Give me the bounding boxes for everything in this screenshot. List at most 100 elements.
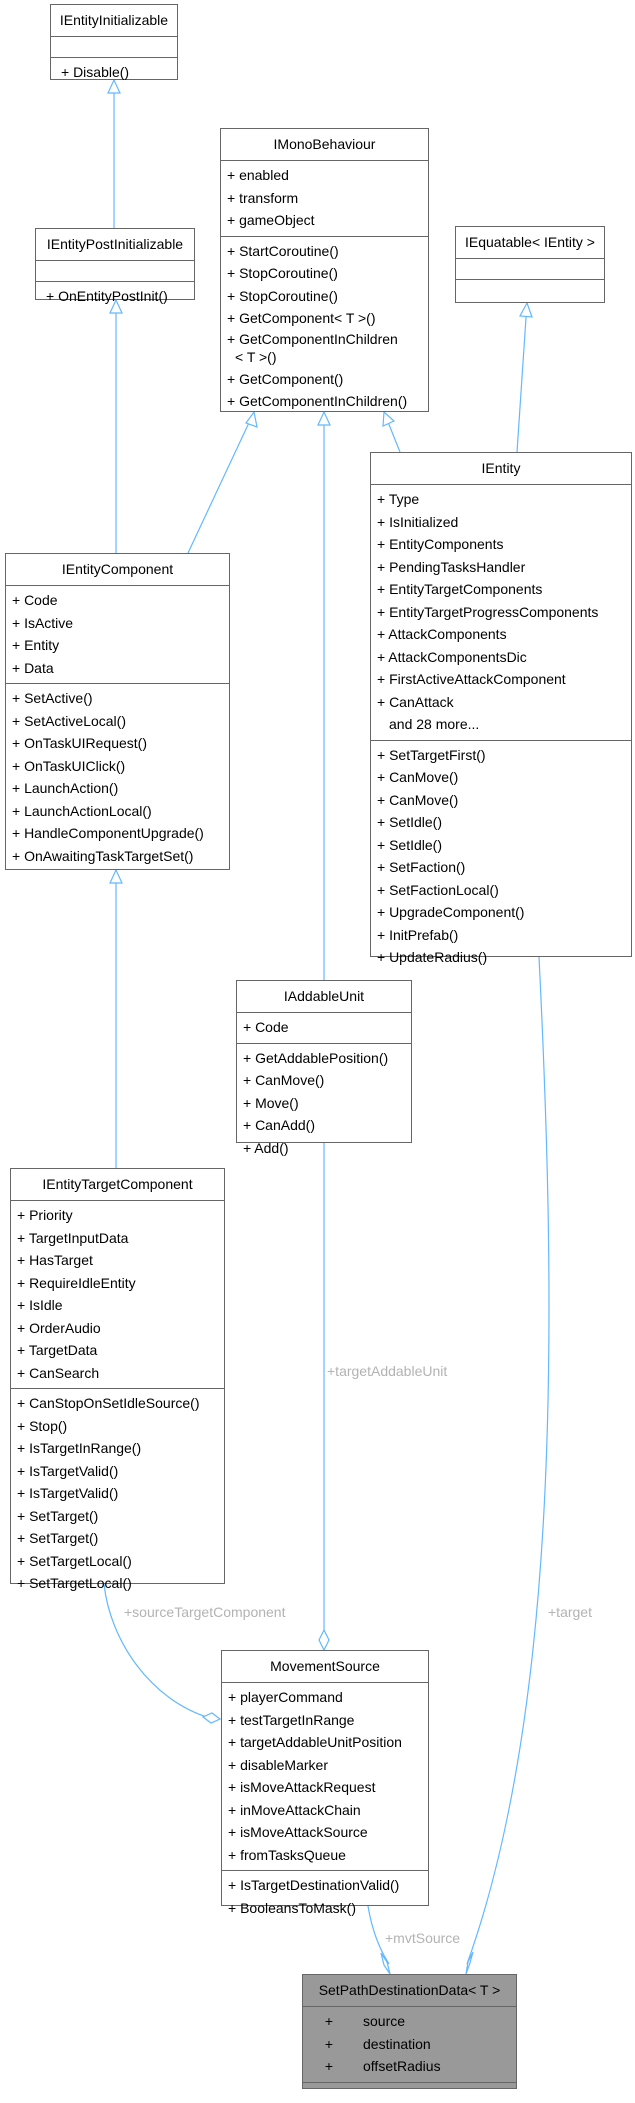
diamond-movement-left	[201, 1712, 222, 1724]
more-attributes: and 28 more...	[389, 716, 480, 732]
arrowhead-initializable	[107, 78, 121, 94]
attribute-row: + isMoveAttackSource	[228, 1824, 368, 1840]
attribute-row: + disableMarker	[228, 1756, 328, 1773]
methods-section: + SetTargetFirst() + CanMove() + CanMove…	[371, 741, 631, 973]
node-set-path-destination-data[interactable]: SetPathDestinationData< T > + source +des…	[302, 1974, 517, 2089]
diamond-setpath-left	[380, 1952, 391, 1975]
attributes-section: + playerCommand + testTargetInRange + ta…	[222, 1683, 428, 1871]
method-row: + SetFaction()	[377, 859, 466, 875]
node-movement-source[interactable]: MovementSource + playerCommand + testTar…	[221, 1650, 429, 1916]
method-row: + GetComponent< T >()	[227, 310, 376, 326]
edge-label-target: +target	[548, 1604, 592, 1620]
methods-section	[303, 2083, 516, 2103]
attribute-row: + AttackComponents	[377, 626, 507, 642]
method-row: + UpgradeComponent()	[377, 904, 525, 920]
node-iaddable-unit[interactable]: IAddableUnit + Code + GetAddablePosition…	[236, 980, 412, 1156]
method-row: + OnEntityPostInit()	[46, 288, 168, 304]
attribute-row: + CanSearch	[17, 1364, 100, 1381]
method-row: + BooleansToMask()	[228, 1899, 357, 1916]
methods-section: + OnEntityPostInit()	[36, 282, 194, 312]
edge-targetcomp-to-movement	[103, 1583, 211, 1719]
method-row: + IsTargetValid()	[17, 1462, 119, 1479]
attribute-row: + TargetInputData	[17, 1229, 129, 1246]
method-row: + OnAwaitingTaskTargetSet()	[12, 847, 194, 864]
attribute-row: + OrderAudio	[17, 1319, 101, 1336]
attributes-section: + Code	[237, 1013, 411, 1044]
attributes-section: + Code + IsActive + Entity + Data	[6, 586, 229, 684]
method-row: + GetComponentInChildren	[227, 330, 398, 347]
attribute-row: + offsetRadius	[303, 2055, 516, 2078]
method-row: + UpdateRadius()	[377, 949, 488, 965]
attribute-row: + Code	[12, 592, 58, 608]
method-row: + StartCoroutine()	[227, 242, 339, 259]
attribute-row: + enabled	[227, 167, 289, 183]
node-ientity-initializable[interactable]: IEntityInitializable + Disable()	[50, 4, 178, 80]
method-row: + StopCoroutine()	[227, 265, 338, 281]
node-title: IEntityTargetComponent	[11, 1169, 224, 1201]
methods-section: + StartCoroutine() + StopCoroutine() + S…	[221, 237, 428, 417]
attribute-row: + RequireIdleEntity	[17, 1274, 136, 1291]
arrowhead-monobehaviour-3	[382, 410, 396, 427]
node-title: IEntityPostInitializable	[36, 229, 194, 261]
method-row: + Disable()	[61, 64, 130, 80]
attribute-row: + isMoveAttackRequest	[228, 1779, 376, 1795]
method-row: + CanMove()	[377, 769, 459, 785]
method-row: + LaunchActionLocal()	[12, 802, 152, 819]
method-row: + SetActiveLocal()	[12, 712, 126, 729]
diamond-setpath-right	[465, 1951, 474, 1975]
attribute-row: + AttackComponentsDic	[377, 648, 527, 665]
attribute-row: + FirstActiveAttackComponent	[377, 671, 566, 687]
method-row: + IsTargetInRange()	[17, 1440, 142, 1456]
attribute-name: source	[363, 2013, 406, 2029]
attribute-row: + playerCommand	[228, 1689, 343, 1705]
edge-label-target-addable-unit: +targetAddableUnit	[327, 1363, 448, 1379]
method-row: + SetTarget()	[17, 1530, 99, 1546]
attribute-row: + Entity	[12, 637, 60, 653]
method-row: + IsTargetDestinationValid()	[228, 1877, 400, 1893]
method-row: + GetAddablePosition()	[243, 1049, 389, 1066]
method-row: + SetIdle()	[377, 836, 442, 853]
attribute-row: + Data	[12, 659, 54, 676]
node-ientity[interactable]: IEntity + Type + IsInitialized + EntityC…	[370, 452, 632, 965]
attribute-name: offsetRadius	[363, 2058, 441, 2074]
attribute-row: + EntityTargetProgressComponents	[377, 603, 599, 620]
edge-label-mvt-source: +mvtSource	[385, 1930, 461, 1946]
method-row: + Move()	[243, 1094, 299, 1111]
edge-entity-to-setpath	[466, 956, 550, 1965]
attribute-row: + Type	[377, 491, 420, 507]
attribute-row: + TargetData	[17, 1342, 98, 1358]
edge-label-source-target-component: +sourceTargetComponent	[124, 1604, 286, 1620]
node-title: MovementSource	[222, 1651, 428, 1683]
node-ientity-component[interactable]: IEntityComponent + Code + IsActive + Ent…	[5, 553, 230, 870]
attribute-row: + Priority	[17, 1207, 73, 1223]
node-ientity-target-component[interactable]: IEntityTargetComponent + Priority + Targ…	[10, 1168, 225, 1591]
node-ientity-post-initializable[interactable]: IEntityPostInitializable + OnEntityPostI…	[35, 228, 195, 304]
attributes-section	[51, 37, 177, 58]
method-row: + CanStopOnSetIdleSource()	[17, 1395, 200, 1411]
node-iequatable[interactable]: IEquatable< IEntity >	[455, 226, 605, 303]
methods-section: + Disable()	[51, 58, 177, 88]
methods-section: + IsTargetDestinationValid() + BooleansT…	[222, 1871, 428, 1923]
attribute-name: destination	[363, 2035, 431, 2052]
method-row: + SetFactionLocal()	[377, 881, 499, 898]
attribute-row: + testTargetInRange	[228, 1711, 355, 1728]
method-row: + OnTaskUIClick()	[12, 757, 126, 774]
node-imono-behaviour[interactable]: IMonoBehaviour + enabled + transform + g…	[220, 128, 429, 412]
method-row: + LaunchAction()	[12, 780, 119, 796]
arrowhead-monobehaviour-1	[245, 410, 258, 428]
method-row: + GetComponentInChildren()	[227, 393, 408, 409]
attribute-row: + HasTarget	[17, 1252, 93, 1268]
methods-section: + CanStopOnSetIdleSource() + Stop() + Is…	[11, 1389, 224, 1599]
arrowhead-equatable	[519, 301, 533, 318]
visibility-marker: +	[324, 2058, 334, 2074]
attribute-row: + targetAddableUnitPosition	[228, 1734, 402, 1750]
node-title: SetPathDestinationData< T >	[303, 1975, 516, 2007]
method-row: + SetActive()	[12, 690, 93, 706]
attribute-row: +destination	[303, 2033, 516, 2056]
attributes-section	[456, 259, 604, 280]
method-row: + StopCoroutine()	[227, 287, 338, 304]
method-row: + SetTargetLocal()	[17, 1552, 132, 1569]
method-row: + GetComponent()	[227, 370, 344, 387]
edge-entity-to-equatable	[516, 302, 528, 453]
